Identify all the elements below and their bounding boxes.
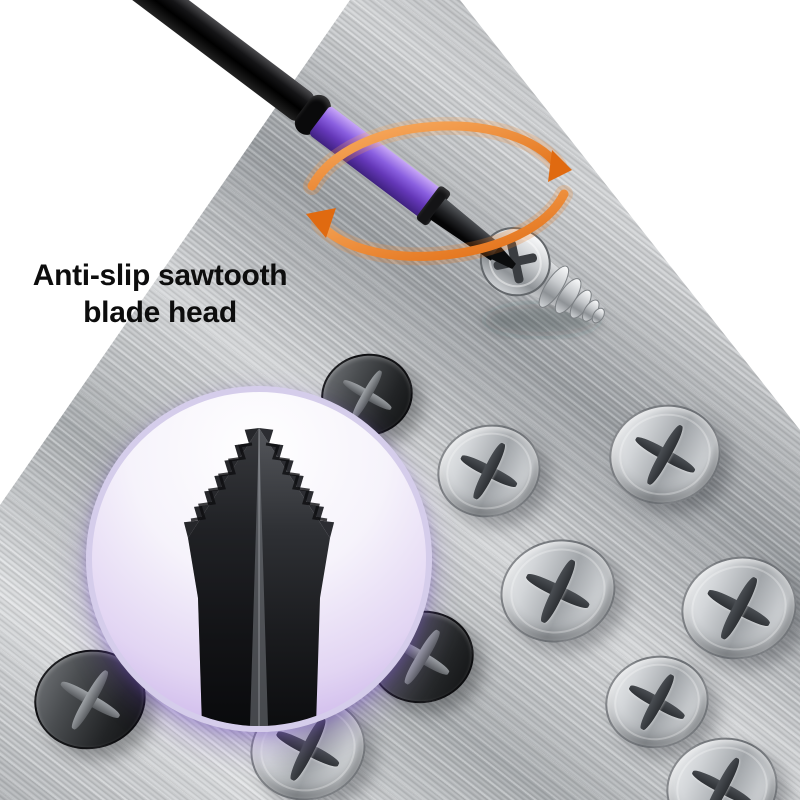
driven-screw: [479, 227, 605, 336]
rotation-arrows-icon: [303, 116, 573, 266]
caption-line-1: Anti-slip sawtooth: [32, 259, 288, 292]
sawtooth-blade-illustration: [183, 428, 335, 726]
caption: Anti-slip sawtooth blade head: [8, 258, 312, 331]
caption-line-2: blade head: [83, 295, 237, 329]
zoom-inset: [86, 386, 432, 732]
